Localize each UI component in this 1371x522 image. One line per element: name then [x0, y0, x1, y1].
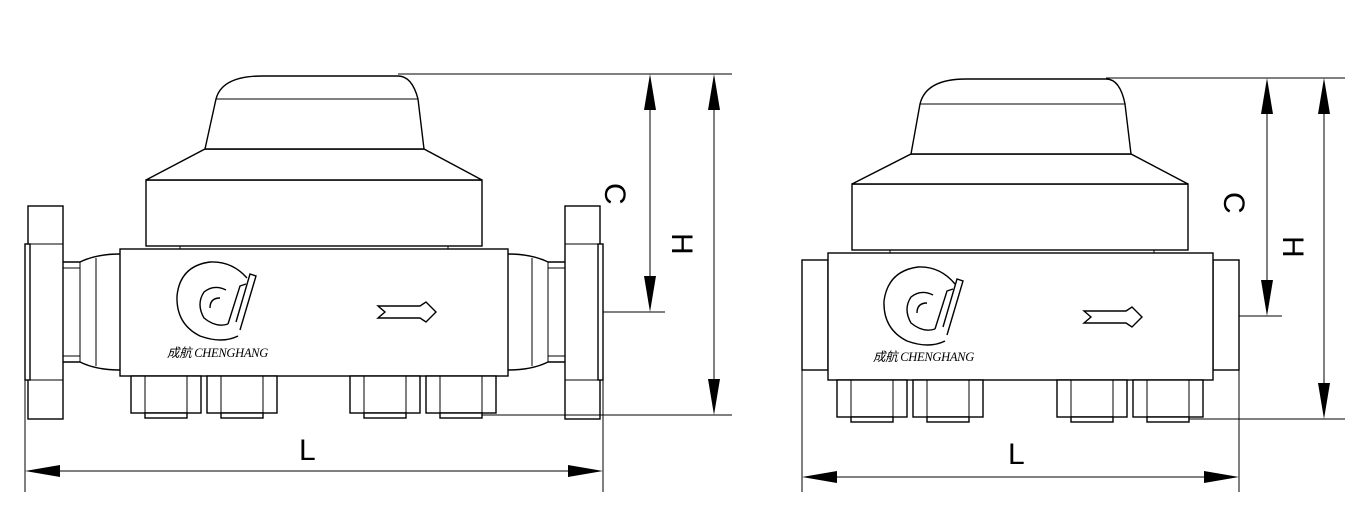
fitting [425, 375, 497, 419]
flow-arrow [1082, 306, 1143, 328]
fitting [1132, 379, 1204, 423]
dimension-cover: C [398, 73, 732, 313]
bottom-fittings [130, 375, 497, 419]
right-pipe-neck [507, 253, 565, 371]
fitting [206, 375, 278, 419]
left-flange [24, 205, 64, 420]
dimension-cover: C [1106, 77, 1345, 317]
meter-head [851, 78, 1189, 253]
height-label: H [1276, 236, 1309, 258]
bottom-fittings [836, 379, 1204, 423]
fitting [130, 375, 202, 419]
chenghang-logo [176, 261, 257, 341]
fitting [836, 379, 908, 423]
fitting [349, 375, 421, 419]
dimension-height: H [482, 74, 732, 416]
fitting [912, 379, 984, 423]
left-end-port [801, 259, 829, 371]
right-flange [564, 205, 604, 420]
cover-label: C [598, 183, 631, 205]
length-label: L [1008, 438, 1025, 471]
chenghang-logo [883, 266, 964, 346]
dimension-height: H [1189, 78, 1345, 420]
meter-body [827, 252, 1214, 381]
cover-label: C [1217, 192, 1250, 214]
threaded-meter-view: 成航 CHENGHANG [801, 77, 1345, 492]
right-end-port [1212, 259, 1240, 371]
dimension-length: L [801, 370, 1240, 492]
flanged-meter-view: 成航 CHENGHANG [24, 73, 732, 492]
length-label: L [299, 434, 316, 467]
dimension-length: L [24, 380, 604, 492]
meter-body [119, 248, 509, 377]
fitting [1056, 379, 1128, 423]
meter-head [145, 75, 483, 249]
brand-label: 成航 CHENGHANG [167, 346, 268, 360]
left-pipe-neck [63, 253, 121, 371]
height-label: H [665, 233, 698, 255]
flow-arrow [376, 301, 437, 323]
brand-label: 成航 CHENGHANG [873, 350, 974, 364]
